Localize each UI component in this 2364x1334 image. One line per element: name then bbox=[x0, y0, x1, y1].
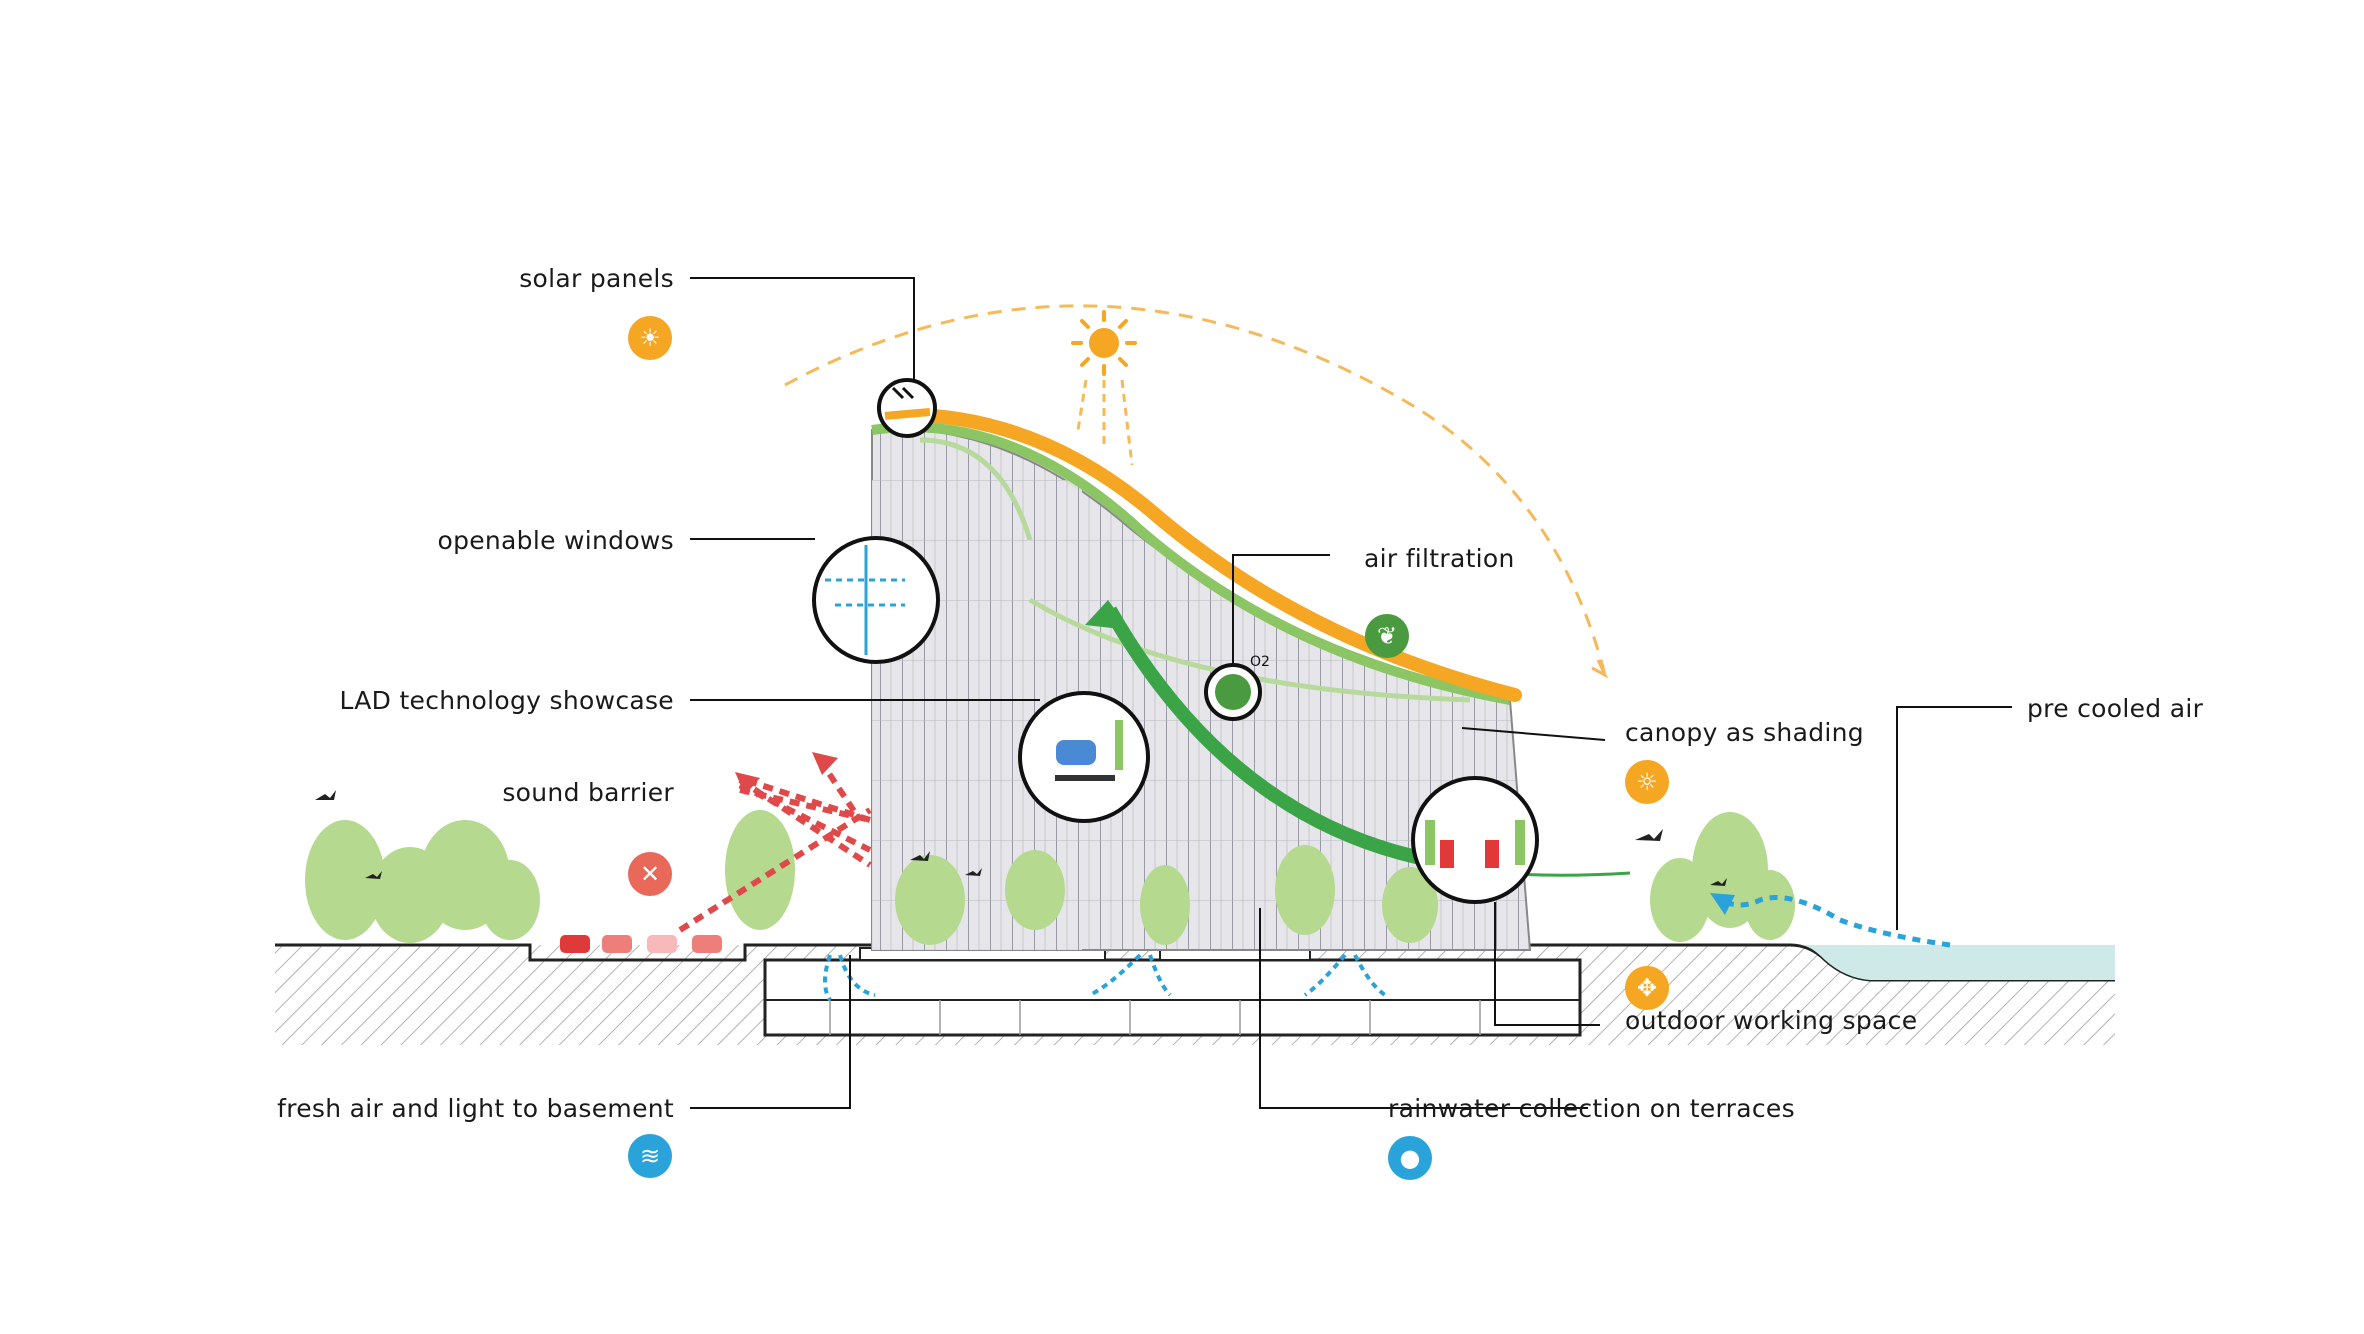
sun-path-arc bbox=[784, 304, 1607, 676]
trees-left bbox=[305, 810, 1438, 945]
basement-air-arrows bbox=[823, 953, 1387, 1002]
leaf-icon: ❦ bbox=[1365, 614, 1409, 658]
label-canopy-shading: canopy as shading bbox=[1625, 718, 1864, 747]
trees-right bbox=[1650, 812, 1795, 942]
label-rainwater-collection: rainwater collection on terraces bbox=[1388, 1094, 1795, 1123]
arrows-icon: ✥ bbox=[1625, 966, 1669, 1010]
cars bbox=[560, 935, 722, 953]
label-openable-windows: openable windows bbox=[437, 526, 674, 555]
label-lad-showcase: LAD technology showcase bbox=[339, 686, 674, 715]
solar-icon: ☀ bbox=[628, 316, 672, 360]
callout-details bbox=[825, 386, 1525, 868]
basement bbox=[763, 947, 1582, 1037]
airflow-arrow bbox=[1103, 606, 1432, 867]
label-pre-cooled-air: pre cooled air bbox=[2027, 694, 2204, 723]
label-outdoor-working-space: outdoor working space bbox=[1625, 1006, 1918, 1035]
no-sound-icon: ✕ bbox=[628, 852, 672, 896]
sun-canopy-icon: ☼ bbox=[1625, 760, 1669, 804]
label-solar-panels: solar panels bbox=[519, 264, 674, 293]
sun-icon bbox=[1071, 310, 1137, 466]
leader-lines bbox=[690, 277, 2012, 1109]
pre-cooled-air-flow bbox=[1718, 895, 1951, 948]
label-air-filtration: air filtration bbox=[1364, 544, 1515, 573]
label-sound-barrier: sound barrier bbox=[502, 778, 674, 807]
birds bbox=[315, 790, 1727, 886]
sound-arrow-heads bbox=[735, 752, 838, 795]
o2-label: O2 bbox=[1250, 654, 1270, 670]
label-fresh-air-basement: fresh air and light to basement bbox=[277, 1094, 674, 1123]
wind-icon: ≋ bbox=[628, 1134, 672, 1178]
water-body bbox=[1800, 945, 2115, 980]
water-drop-icon: ● bbox=[1388, 1136, 1432, 1180]
